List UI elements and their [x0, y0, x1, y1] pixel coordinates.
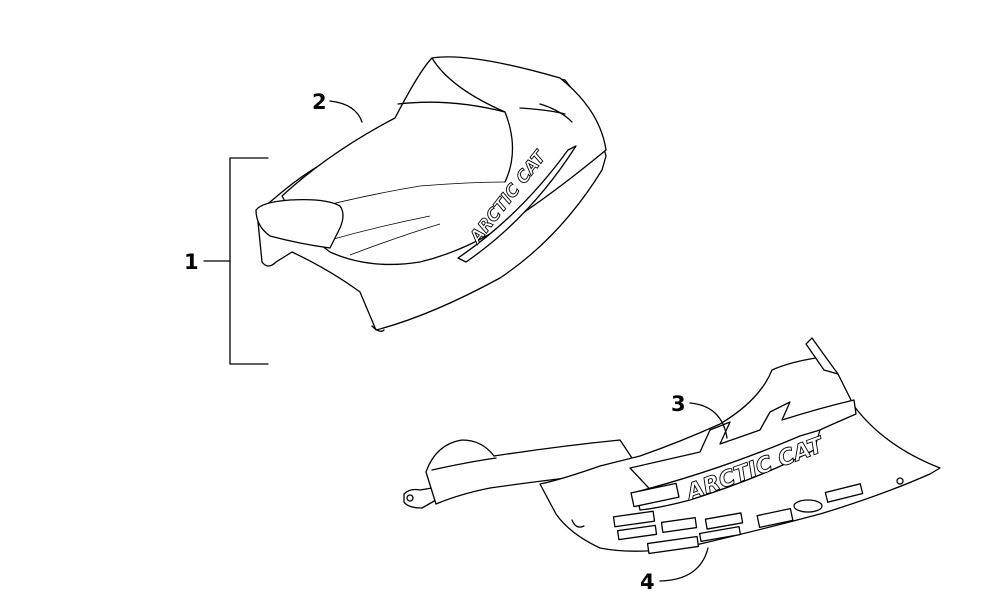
lower-decals [612, 483, 864, 555]
seat-base-drawing: ARCTIC CAT [403, 337, 941, 555]
callout-4: 4 [640, 570, 655, 594]
leader-lines [203, 100, 728, 582]
callout-1: 1 [184, 250, 199, 274]
seat-drawing: ARCTIC CAT [255, 56, 607, 332]
callout-2: 2 [312, 90, 327, 114]
callout-3: 3 [671, 392, 686, 416]
